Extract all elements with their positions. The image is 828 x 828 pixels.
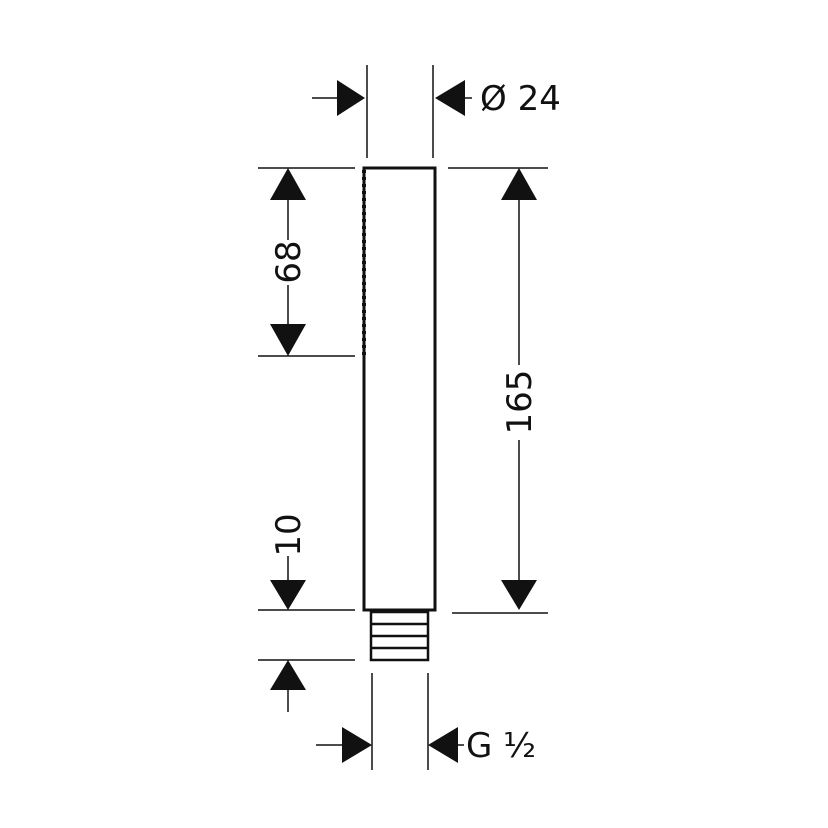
extension-lines bbox=[258, 65, 548, 770]
arrow-down-icon bbox=[270, 324, 306, 356]
thread-connector bbox=[369, 610, 430, 662]
arrow-up-icon bbox=[501, 168, 537, 200]
spray-face-length-label: 68 bbox=[269, 240, 309, 283]
shower-body bbox=[362, 166, 437, 612]
arrow-right-icon bbox=[337, 80, 365, 116]
arrow-left-icon bbox=[428, 727, 458, 763]
thread-size-label: G ½ bbox=[466, 726, 536, 766]
total-length-label: 165 bbox=[500, 370, 540, 435]
diameter-label: Ø 24 bbox=[480, 79, 561, 119]
arrow-down-icon bbox=[270, 580, 306, 610]
thread-length-label: 10 bbox=[269, 513, 309, 556]
arrow-up-icon bbox=[270, 660, 306, 690]
arrow-left-icon bbox=[435, 80, 465, 116]
arrow-right-icon bbox=[342, 727, 372, 763]
arrow-up-icon bbox=[270, 168, 306, 200]
arrow-down-icon bbox=[501, 580, 537, 610]
